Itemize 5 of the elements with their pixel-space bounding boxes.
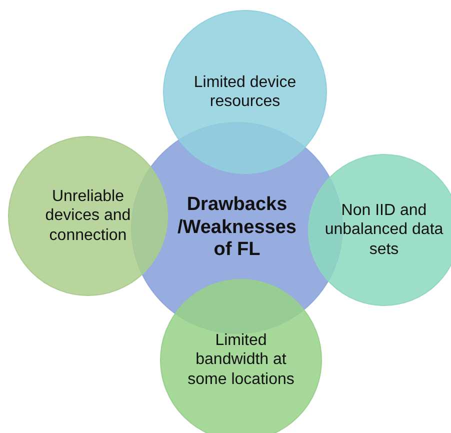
circle-label: Non IID and unbalanced data sets (324, 201, 444, 259)
circle-label: Drawbacks /Weaknesses of FL (176, 194, 298, 262)
circle-label: Limited device resources (192, 72, 298, 112)
circle-label: Unreliable devices and connection (44, 187, 132, 245)
circle-label: Limited bandwidth at some locations (186, 331, 296, 389)
